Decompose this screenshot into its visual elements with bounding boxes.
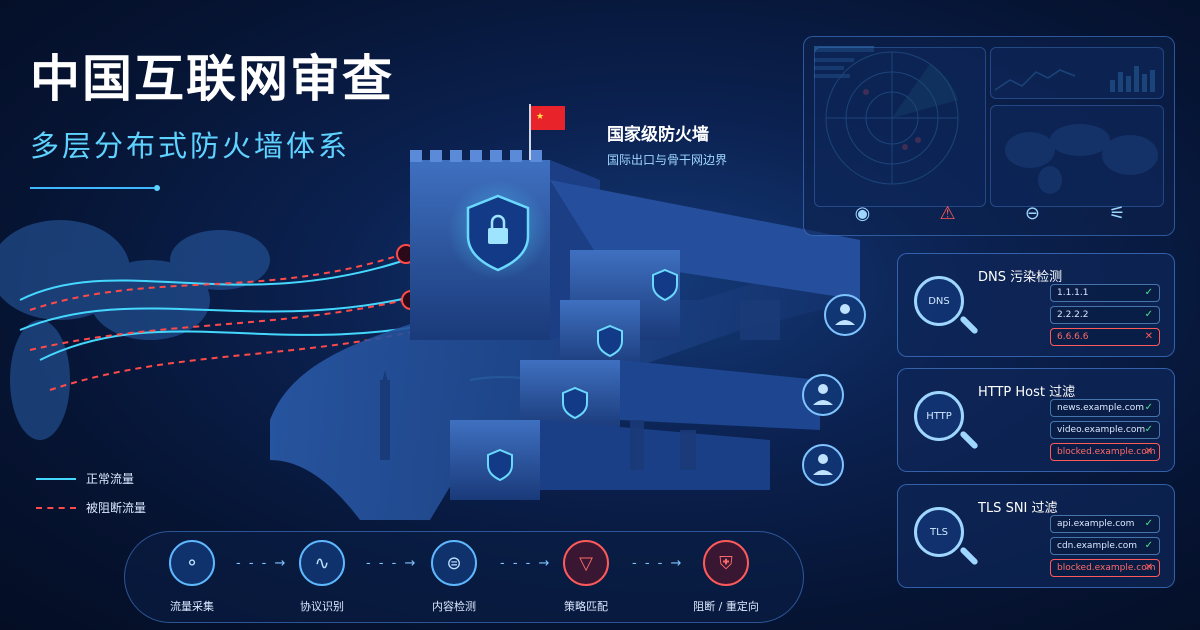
card-tls-title: TLS SNI 过滤: [978, 501, 1058, 516]
card-dns: DNS 污染检测 DNS 1.1.1.1✓ 2.2.2.2✓ 6.6.6.6✕: [897, 253, 1175, 357]
waveform-icon: ∿: [299, 540, 345, 586]
shield-secondary: [487, 268, 678, 482]
step-label: 内容检测: [432, 600, 476, 613]
step-policy-match: ▽ 策略匹配: [536, 540, 636, 614]
pipeline-arrow: - - - →: [500, 556, 552, 571]
http-row-3: blocked.example.com✕: [1050, 443, 1160, 461]
step-label: 策略匹配: [564, 600, 608, 613]
card-http: HTTP Host 过滤 HTTP news.example.com✓ vide…: [897, 368, 1175, 472]
step-traffic-capture: ⚬ 流量采集: [142, 540, 242, 614]
check-icon: ✓: [1144, 402, 1153, 413]
check-icon: ✓: [1144, 309, 1153, 320]
dns-magnifier-icon: DNS: [914, 276, 964, 326]
http-magnifier-icon: HTTP: [914, 391, 964, 441]
warning-icon[interactable]: ⚠: [939, 203, 956, 224]
page-subtitle: 多层分布式防火墙体系: [30, 129, 351, 163]
national-firewall-subtitle: 国际出口与骨干网边界: [607, 153, 728, 167]
legend-normal: 正常流量: [36, 470, 146, 487]
pipeline-arrow: - - - →: [236, 556, 288, 571]
map-panel: [990, 105, 1164, 207]
cross-icon: ✕: [1144, 446, 1153, 457]
china-flag-icon: ★: [529, 104, 565, 160]
city-skyline: [380, 300, 780, 470]
cross-icon: ✕: [1144, 331, 1153, 342]
step-block-redirect: ⛨ 阻断 / 重定向: [676, 540, 776, 614]
shield-main: [448, 180, 548, 280]
monitoring-dashboard: [803, 36, 1175, 236]
eye-icon[interactable]: ◉: [854, 203, 871, 224]
pipeline-arrow: - - - →: [366, 556, 418, 571]
check-icon: ✓: [1144, 287, 1153, 298]
legend: 正常流量 被阻断流量: [36, 470, 146, 528]
http-row-1: news.example.com✓: [1050, 399, 1160, 417]
user-group-icons: [802, 294, 866, 486]
page-title: 中国互联网审查: [30, 50, 394, 108]
step-label: 阻断 / 重定向: [693, 600, 759, 613]
normal-flow-swatch: [36, 477, 76, 480]
chart-panel: [990, 47, 1164, 99]
inspect-icon: ⊜: [431, 540, 477, 586]
step-content-inspect: ⊜ 内容检测: [404, 540, 504, 614]
tls-magnifier-icon: TLS: [914, 507, 964, 557]
title-divider: [30, 185, 160, 191]
step-label: 流量采集: [170, 600, 214, 613]
legend-blocked: 被阻断流量: [36, 499, 146, 516]
tls-row-2: cdn.example.com✓: [1050, 537, 1160, 555]
check-icon: ✓: [1144, 518, 1153, 529]
tls-row-3: blocked.example.com✕: [1050, 559, 1160, 577]
card-http-title: HTTP Host 过滤: [978, 385, 1076, 400]
legend-blocked-label: 被阻断流量: [86, 501, 147, 515]
card-tls: TLS SNI 过滤 TLS api.example.com✓ cdn.exam…: [897, 484, 1175, 588]
dns-row-3: 6.6.6.6✕: [1050, 328, 1160, 346]
world-map-left: [0, 220, 270, 440]
national-firewall-label: 国家级防火墙 国际出口与骨干网边界: [607, 120, 727, 168]
pipeline-arrow: - - - →: [632, 556, 684, 571]
step-label: 协议识别: [300, 600, 344, 613]
check-icon: ✓: [1144, 424, 1153, 435]
blocked-flow-swatch: [36, 506, 76, 509]
dns-row-1: 1.1.1.1✓: [1050, 284, 1160, 302]
block-shield-icon: ⛨: [703, 540, 749, 586]
title-block: 中国互联网审查 多层分布式防火墙体系: [30, 50, 470, 191]
radar-panel: [814, 47, 986, 207]
national-firewall-title: 国家级防火墙: [607, 125, 709, 145]
zoom-out-icon[interactable]: ⊖: [1024, 203, 1040, 224]
legend-normal-label: 正常流量: [86, 472, 135, 486]
step-protocol-identify: ∿ 协议识别: [272, 540, 372, 614]
svg-text:★: ★: [536, 112, 544, 122]
check-icon: ✓: [1144, 540, 1153, 551]
http-row-2: video.example.com✓: [1050, 421, 1160, 439]
sliders-icon[interactable]: ⚟: [1109, 203, 1126, 224]
tls-row-1: api.example.com✓: [1050, 515, 1160, 533]
card-dns-title: DNS 污染检测: [978, 270, 1063, 285]
dashboard-toolbar: ◉ ⚠ ⊖ ⚟: [820, 203, 1160, 224]
filter-icon: ▽: [563, 540, 609, 586]
cross-icon: ✕: [1144, 562, 1153, 573]
network-nodes-icon: ⚬: [169, 540, 215, 586]
dns-row-2: 2.2.2.2✓: [1050, 306, 1160, 324]
